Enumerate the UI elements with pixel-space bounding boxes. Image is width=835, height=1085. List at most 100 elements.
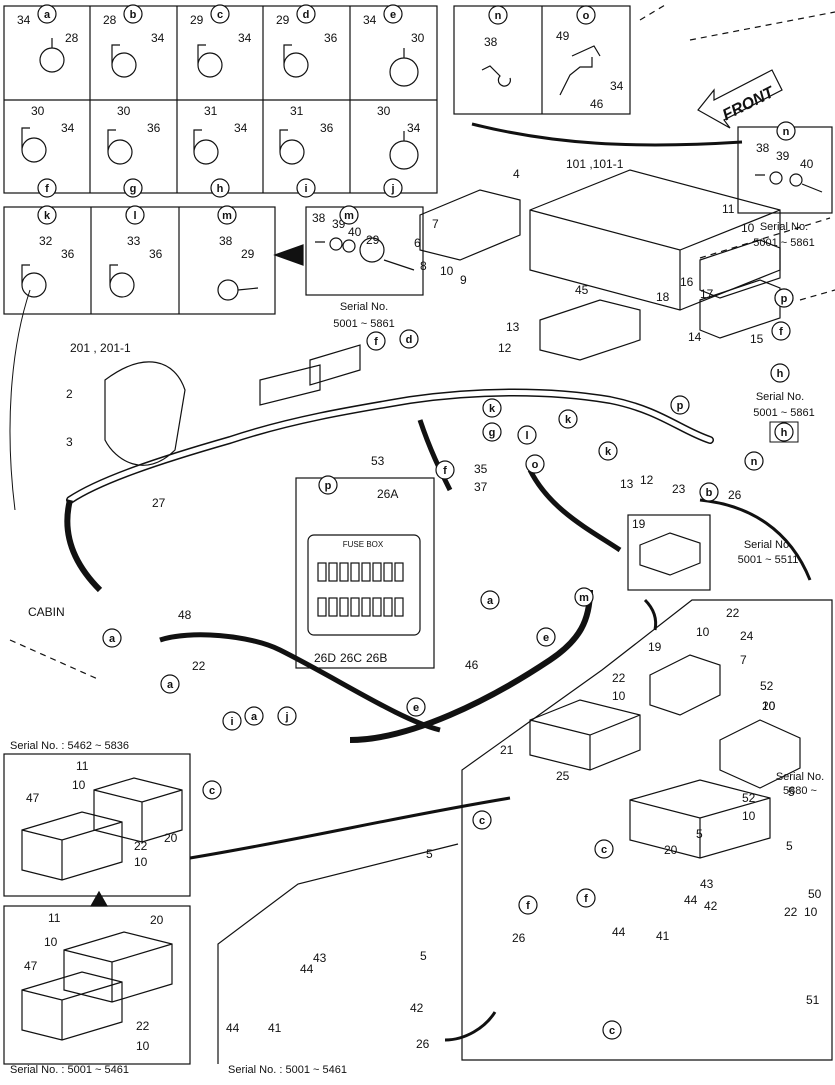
callout-j: j <box>277 706 297 726</box>
callout-letter: j <box>390 183 394 195</box>
grid-num: 29 <box>190 13 204 27</box>
callout-i: i <box>222 711 242 731</box>
grid-cell-d: d <box>296 4 316 24</box>
part-22c: 22 <box>612 671 626 685</box>
callout-g: g <box>482 422 502 442</box>
callout-p: p <box>774 288 794 308</box>
part-43: 43 <box>700 877 714 891</box>
callout-letter: e <box>390 9 396 21</box>
grid-num: 32 <box>39 234 53 248</box>
callout-k: k <box>558 409 578 429</box>
detail-grid <box>3 5 438 315</box>
part-45: 45 <box>575 283 589 297</box>
part-6: 6 <box>414 236 421 250</box>
callout-letter: c <box>609 1025 615 1037</box>
callout-letter: l <box>525 430 528 442</box>
inset-num: 47 <box>26 791 40 805</box>
fuse-slot <box>372 562 382 582</box>
inset-num: 10 <box>136 1039 150 1053</box>
grid-num: 33 <box>127 234 141 248</box>
part-13a: 13 <box>506 320 520 334</box>
callout-k: k <box>482 398 502 418</box>
callout-c: c <box>472 810 492 830</box>
part-20b: 20 <box>664 843 678 857</box>
grid-num: 34 <box>151 31 165 45</box>
part-27: 27 <box>152 496 166 510</box>
inset-num: 20 <box>164 831 178 845</box>
serial-label: Serial No. <box>776 771 824 783</box>
callout-h: h <box>770 363 790 383</box>
callout-letter: c <box>479 815 485 827</box>
grid-cell-j: j <box>383 178 403 198</box>
callout-n: n <box>744 451 764 471</box>
callout-letter: f <box>779 326 783 338</box>
grid-num: 36 <box>324 31 338 45</box>
front-label: FRONT <box>720 84 778 125</box>
fuse-slot <box>317 597 327 617</box>
part-10a: 10 <box>440 264 454 278</box>
box-o-num: 34 <box>610 79 624 93</box>
callout-letter: p <box>781 293 788 305</box>
fuse-slot <box>339 562 349 582</box>
inset-num: 10 <box>72 778 86 792</box>
serial-range: 5880 ~ <box>783 785 817 797</box>
callout-letter: c <box>217 9 223 21</box>
inset-serial: Serial No. : 5001 ~ 5461 <box>228 1064 347 1076</box>
inset-num: 26 <box>416 1037 430 1051</box>
part-41: 41 <box>656 929 670 943</box>
callout-letter: b <box>706 487 713 499</box>
part-10d: 10 <box>612 689 626 703</box>
callout-a: a <box>160 674 180 694</box>
grid-cell-f: f <box>37 178 57 198</box>
serial-range: 5001 ~ 5861 <box>753 237 814 249</box>
box-m2-num: 38 <box>312 211 326 225</box>
callout-a: a <box>480 590 500 610</box>
part-42: 42 <box>704 899 718 913</box>
callout-letter: a <box>167 679 174 691</box>
inset-num: 44 <box>226 1021 240 1035</box>
inset-num: 11 <box>48 911 61 925</box>
inset-serial: Serial No. : 5001 ~ 5461 <box>10 1064 129 1076</box>
part-4: 4 <box>513 167 520 181</box>
inset-num: 10 <box>134 855 148 869</box>
callout-a: a <box>244 706 264 726</box>
callout-k: k <box>598 441 618 461</box>
part-25: 25 <box>556 769 570 783</box>
callout-letter: o <box>532 459 539 471</box>
grid-num: 28 <box>103 13 117 27</box>
part-10g: 10 <box>804 905 818 919</box>
part-7: 7 <box>432 217 439 231</box>
inset-serial: Serial No. : 5462 ~ 5836 <box>10 740 129 752</box>
serial-h-letter: h <box>774 422 794 442</box>
part-44b: 44 <box>612 925 626 939</box>
box-19-num: 19 <box>632 517 646 531</box>
callout-letter: m <box>579 592 589 604</box>
part-10e: 10 <box>762 699 776 713</box>
clamp-sketches <box>21 38 419 301</box>
box-o-num: 46 <box>590 97 604 111</box>
inset-num: 22 <box>134 839 148 853</box>
callout-letter: f <box>374 336 378 348</box>
callout-letter: a <box>109 633 116 645</box>
box-19 <box>627 514 711 591</box>
callout-o: o <box>525 454 545 474</box>
callout-letter: h <box>781 427 788 439</box>
callout-letter: a <box>251 711 258 723</box>
callout-letter: o <box>583 10 590 22</box>
inset-num: 44 <box>300 962 314 976</box>
callout-p: p <box>670 395 690 415</box>
part-26: 26 <box>728 488 742 502</box>
callout-f: f <box>435 460 455 480</box>
fuse-box-panel <box>295 477 435 669</box>
part-2: 2 <box>66 387 73 401</box>
front-arrow <box>697 69 783 129</box>
callout-letter: d <box>303 9 310 21</box>
part-21: 21 <box>500 743 514 757</box>
part-52b: 52 <box>742 791 756 805</box>
callout-letter: f <box>526 900 530 912</box>
callout-letter: p <box>677 400 684 412</box>
box-m2-num: 29 <box>366 233 380 247</box>
part-52a: 52 <box>760 679 774 693</box>
